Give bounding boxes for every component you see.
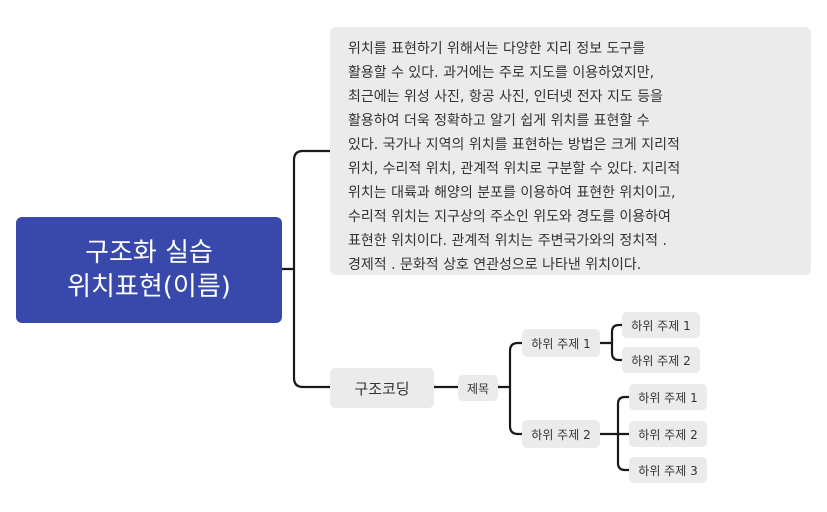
subtopic-1[interactable]: 하위 주제 1 <box>522 329 600 357</box>
note-line: 위치, 수리적 위치, 관계적 위치로 구분할 수 있다. 지리적 <box>348 161 681 177</box>
note-line: 위치는 대륙과 해양의 분포를 이용하여 표현한 위치이고, <box>348 185 676 201</box>
note-line: 위치를 표현하기 위해서는 다양한 지리 정보 도구를 <box>348 41 646 57</box>
connector-root-to-note <box>292 149 332 271</box>
connector-sub1-to-leaf2 <box>610 341 624 362</box>
note-line: 수리적 위치는 지구상의 주소인 위도와 경도를 이용하여 <box>348 209 671 225</box>
subtopic-2-child-1[interactable]: 하위 주제 1 <box>629 384 707 410</box>
note-line: 활용할 수 있다. 과거에는 주로 지도를 이용하였지만, <box>348 65 655 81</box>
note-line: 표현한 위치이다. 관계적 위치는 주변국가와의 정치적 . <box>348 233 667 249</box>
subtopic-2-child-2[interactable]: 하위 주제 2 <box>629 421 707 447</box>
connector-label-to-sub2 <box>508 385 524 436</box>
central-topic-line-1: 구조화 실습 <box>85 238 213 268</box>
note-line: 최근에는 위성 사진, 항공 사진, 인터넷 전자 지도 등을 <box>348 89 663 105</box>
subtopic-2[interactable]: 하위 주제 2 <box>522 420 600 448</box>
subtopic-1-child-2[interactable]: 하위 주제 2 <box>622 347 700 373</box>
central-topic-line-2: 위치표현(이름) <box>67 272 231 302</box>
note-line: 경제적 . 문화적 상호 연관성으로 나타낸 위치이다. <box>348 257 642 273</box>
note-topic[interactable]: 위치를 표현하기 위해서는 다양한 지리 정보 도구를 활용할 수 있다. 과거… <box>330 27 811 275</box>
note-line: 있다. 국가나 지역의 위치를 표현하는 방법은 크게 지리적 <box>348 137 680 153</box>
main-topic-structure-coding[interactable]: 구조코딩 <box>330 368 434 408</box>
connector-root-to-branch <box>292 267 332 389</box>
topic-title-label[interactable]: 제목 <box>458 375 498 401</box>
subtopic-1-child-1[interactable]: 하위 주제 1 <box>622 312 700 338</box>
connector-sub2-to-leaf1 <box>616 395 631 436</box>
central-topic[interactable]: 구조화 실습 위치표현(이름) <box>16 217 282 323</box>
connector-sub2-to-leaf3 <box>616 432 631 472</box>
connector-sub1-to-leaf1 <box>610 323 624 345</box>
note-line: 활용하여 더욱 정확하고 알기 쉽게 위치를 표현할 수 <box>348 113 650 129</box>
connector-label-to-sub1 <box>508 341 524 389</box>
subtopic-2-child-3[interactable]: 하위 주제 3 <box>629 457 707 483</box>
